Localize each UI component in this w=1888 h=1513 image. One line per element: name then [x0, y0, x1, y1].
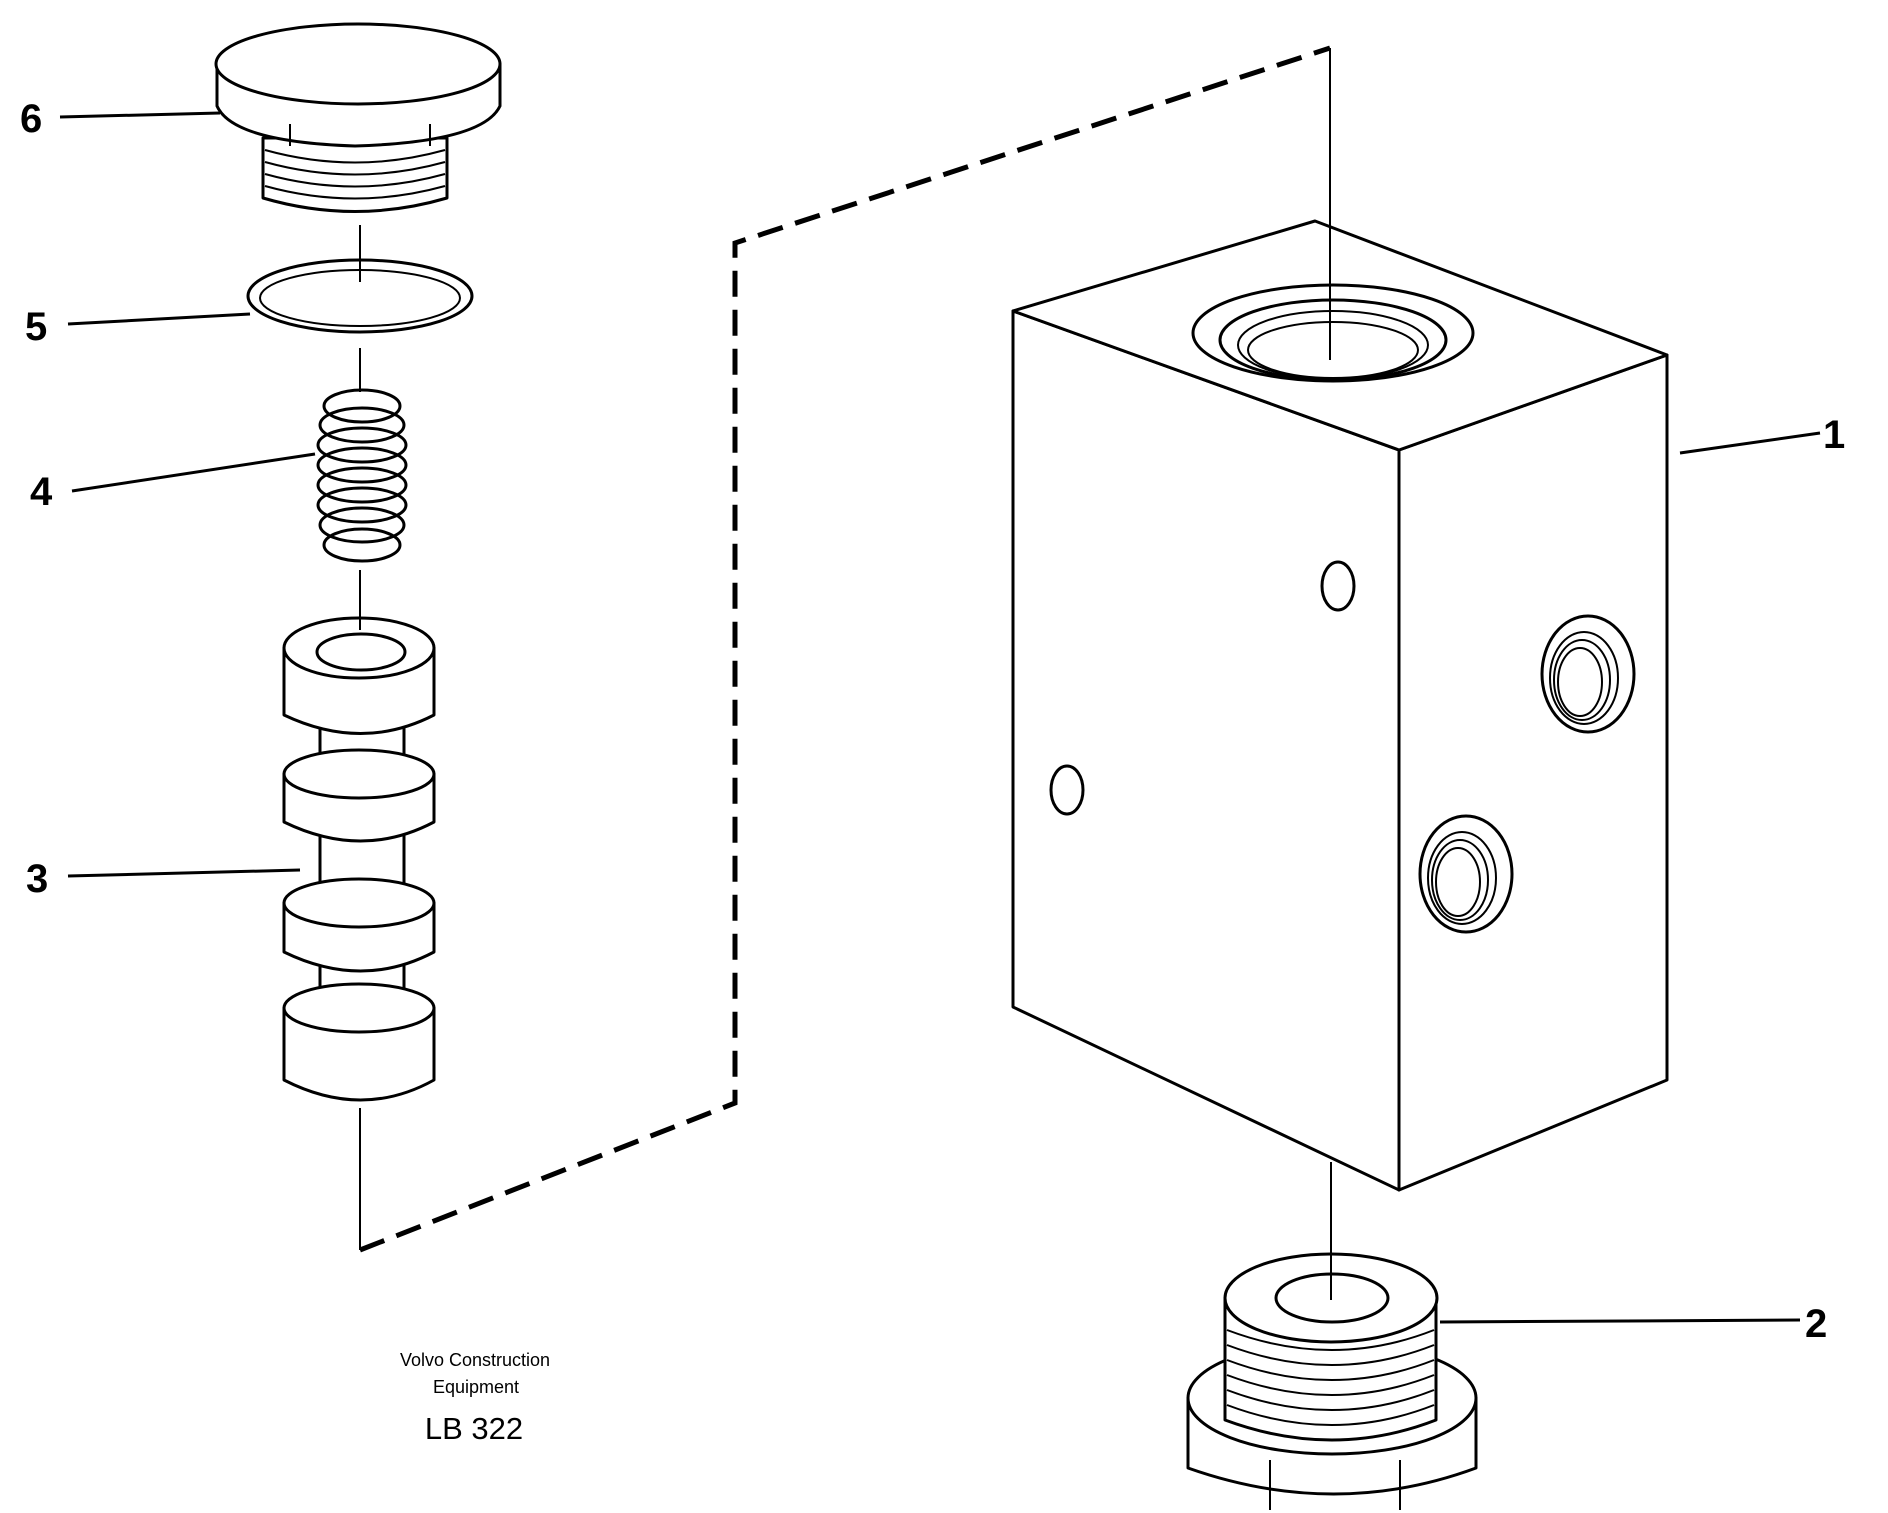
callout-4: 4	[30, 470, 53, 514]
part-2-bottom-plug	[1186, 1252, 1478, 1510]
part-3-spool	[282, 616, 436, 1102]
assembly-centerlines	[359, 45, 1332, 1300]
callout-5: 5	[25, 305, 47, 349]
leader-lines	[59, 111, 1821, 1324]
footer-company-line2: Equipment	[433, 1377, 519, 1397]
footer-drawing-code: LB 322	[425, 1411, 523, 1446]
callout-6: 6	[20, 97, 42, 141]
callout-1: 1	[1823, 413, 1845, 457]
callout-3: 3	[26, 857, 48, 901]
footer-company-line1: Volvo Construction	[400, 1350, 550, 1370]
part-6-plug	[214, 22, 502, 213]
part-4-spring	[316, 388, 408, 563]
callout-2: 2	[1805, 1302, 1827, 1346]
assembly-dashed-path	[359, 45, 1331, 1253]
part-1-valve-block	[1011, 219, 1669, 1192]
